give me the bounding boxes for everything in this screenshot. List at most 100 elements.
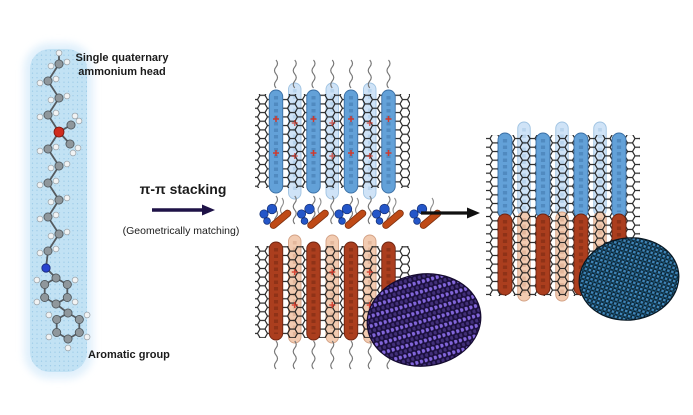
alkyl-chain-line (292, 340, 297, 370)
hydrogen-atom (52, 211, 60, 219)
hydrogen-atom (36, 147, 44, 155)
hydrogen-atom (63, 58, 71, 66)
arrow-head (467, 207, 480, 219)
charge-plus-mark (329, 120, 336, 126)
blue-molecular-texture (578, 237, 680, 321)
head-label-line2: ammonium head (78, 66, 165, 78)
hydrogen-atom (71, 112, 79, 120)
carbon-atom (52, 314, 62, 324)
carbon-atom (74, 314, 84, 324)
carbon-atom (43, 144, 53, 154)
hydrogen-atom (83, 311, 91, 319)
charge-plus-mark (385, 150, 392, 156)
charge-plus-mark (291, 269, 298, 275)
nanotube-red (497, 213, 513, 296)
aromatic-group-label: Aromatic group (88, 349, 170, 361)
hydrogen-atom (36, 249, 44, 257)
carbon-atom (54, 59, 64, 69)
alkyl-chain-line (273, 59, 279, 89)
charge-plus-mark (329, 302, 336, 308)
alkyl-chain-line (348, 340, 354, 370)
carbon-atom (43, 178, 53, 188)
alkyl-chain-line (348, 59, 354, 89)
nanotube-red (306, 241, 321, 341)
hydrogen-atom (47, 232, 55, 240)
alkyl-chain-line (386, 59, 391, 89)
carbon-atom (43, 110, 53, 120)
hydrogen-atom (47, 198, 55, 206)
carbon-atom (63, 308, 73, 318)
charge-plus-mark (348, 116, 354, 122)
carbon-atom (63, 334, 73, 344)
charge-plus-mark (385, 116, 392, 122)
purple-molecular-texture (366, 273, 482, 367)
hydrogen-atom (63, 160, 71, 168)
carbon-atom (43, 76, 53, 86)
surfactant-molecule (33, 49, 91, 352)
hydrogen-atom (33, 298, 41, 306)
carbon-atom (74, 327, 84, 337)
hydrogen-atom (36, 79, 44, 87)
carbon-atom (65, 139, 75, 149)
nanotube-blue (268, 89, 284, 194)
charge-plus-mark (273, 150, 279, 156)
nanotube-red (535, 213, 551, 296)
charge-plus-mark (273, 116, 279, 122)
carbon-atom (62, 279, 72, 289)
alkyl-chain-line (367, 195, 372, 225)
alkyl-chain-line (292, 195, 297, 225)
charge-plus-mark (348, 150, 354, 156)
hydrogen-atom (47, 62, 55, 70)
nanotube-blue (381, 89, 396, 194)
assembly-arrow (421, 207, 480, 219)
hydrogen-atom (52, 109, 60, 117)
alkyl-chain-line (311, 340, 316, 370)
charge-plus-mark (329, 269, 336, 275)
carbon-atom (40, 279, 50, 289)
hydrogen-atom (52, 75, 60, 83)
hydrogen-atom (63, 228, 71, 236)
pi-stacking-arrow (152, 204, 215, 216)
hydrogen-atom (63, 92, 71, 100)
charge-plus-mark (329, 153, 336, 159)
hydrogen-atom (45, 333, 53, 341)
nanotube-array-blue (255, 59, 410, 225)
charge-plus-mark (310, 150, 317, 156)
carbon-atom (54, 195, 64, 205)
alkyl-chain-line (273, 340, 279, 370)
carbon-atom (51, 299, 61, 309)
alkyl-chain-line (330, 195, 335, 225)
carbon-atom (52, 327, 62, 337)
hydrogen-atom (74, 144, 82, 152)
nanotube-red (268, 241, 284, 341)
alkyl-chain-line (311, 59, 316, 89)
nanotube-blue (306, 89, 321, 194)
hydrogen-atom (36, 113, 44, 121)
hydrogen-atom (52, 143, 60, 151)
hydrogen-atom (47, 96, 55, 104)
quaternary-nitrogen-atom (53, 126, 65, 138)
charge-plus-mark (310, 116, 317, 122)
hydrogen-atom (71, 276, 79, 284)
hydrogen-atom (47, 164, 55, 172)
carbon-atom (43, 212, 53, 222)
carbon-atom (54, 229, 64, 239)
hydrogen-atom (71, 298, 79, 306)
hydrogen-atom (75, 117, 83, 125)
hydrogen-atom (36, 181, 44, 189)
hydrogen-atom (55, 49, 63, 57)
charge-plus-mark (291, 153, 298, 159)
inset-oval-purple (366, 273, 482, 367)
hydrogen-atom (36, 215, 44, 223)
hydrogen-atom (52, 245, 60, 253)
carbon-atom (54, 93, 64, 103)
carbon-atom (62, 292, 72, 302)
charge-plus-mark (366, 153, 373, 159)
arrow-head (202, 204, 215, 216)
charge-plus-mark (291, 120, 298, 126)
charge-plus-mark (291, 302, 298, 308)
nanotube-red (343, 241, 359, 341)
imine-nitrogen-atom (41, 263, 51, 273)
pi-stacking-label: π-π stacking (140, 181, 227, 197)
